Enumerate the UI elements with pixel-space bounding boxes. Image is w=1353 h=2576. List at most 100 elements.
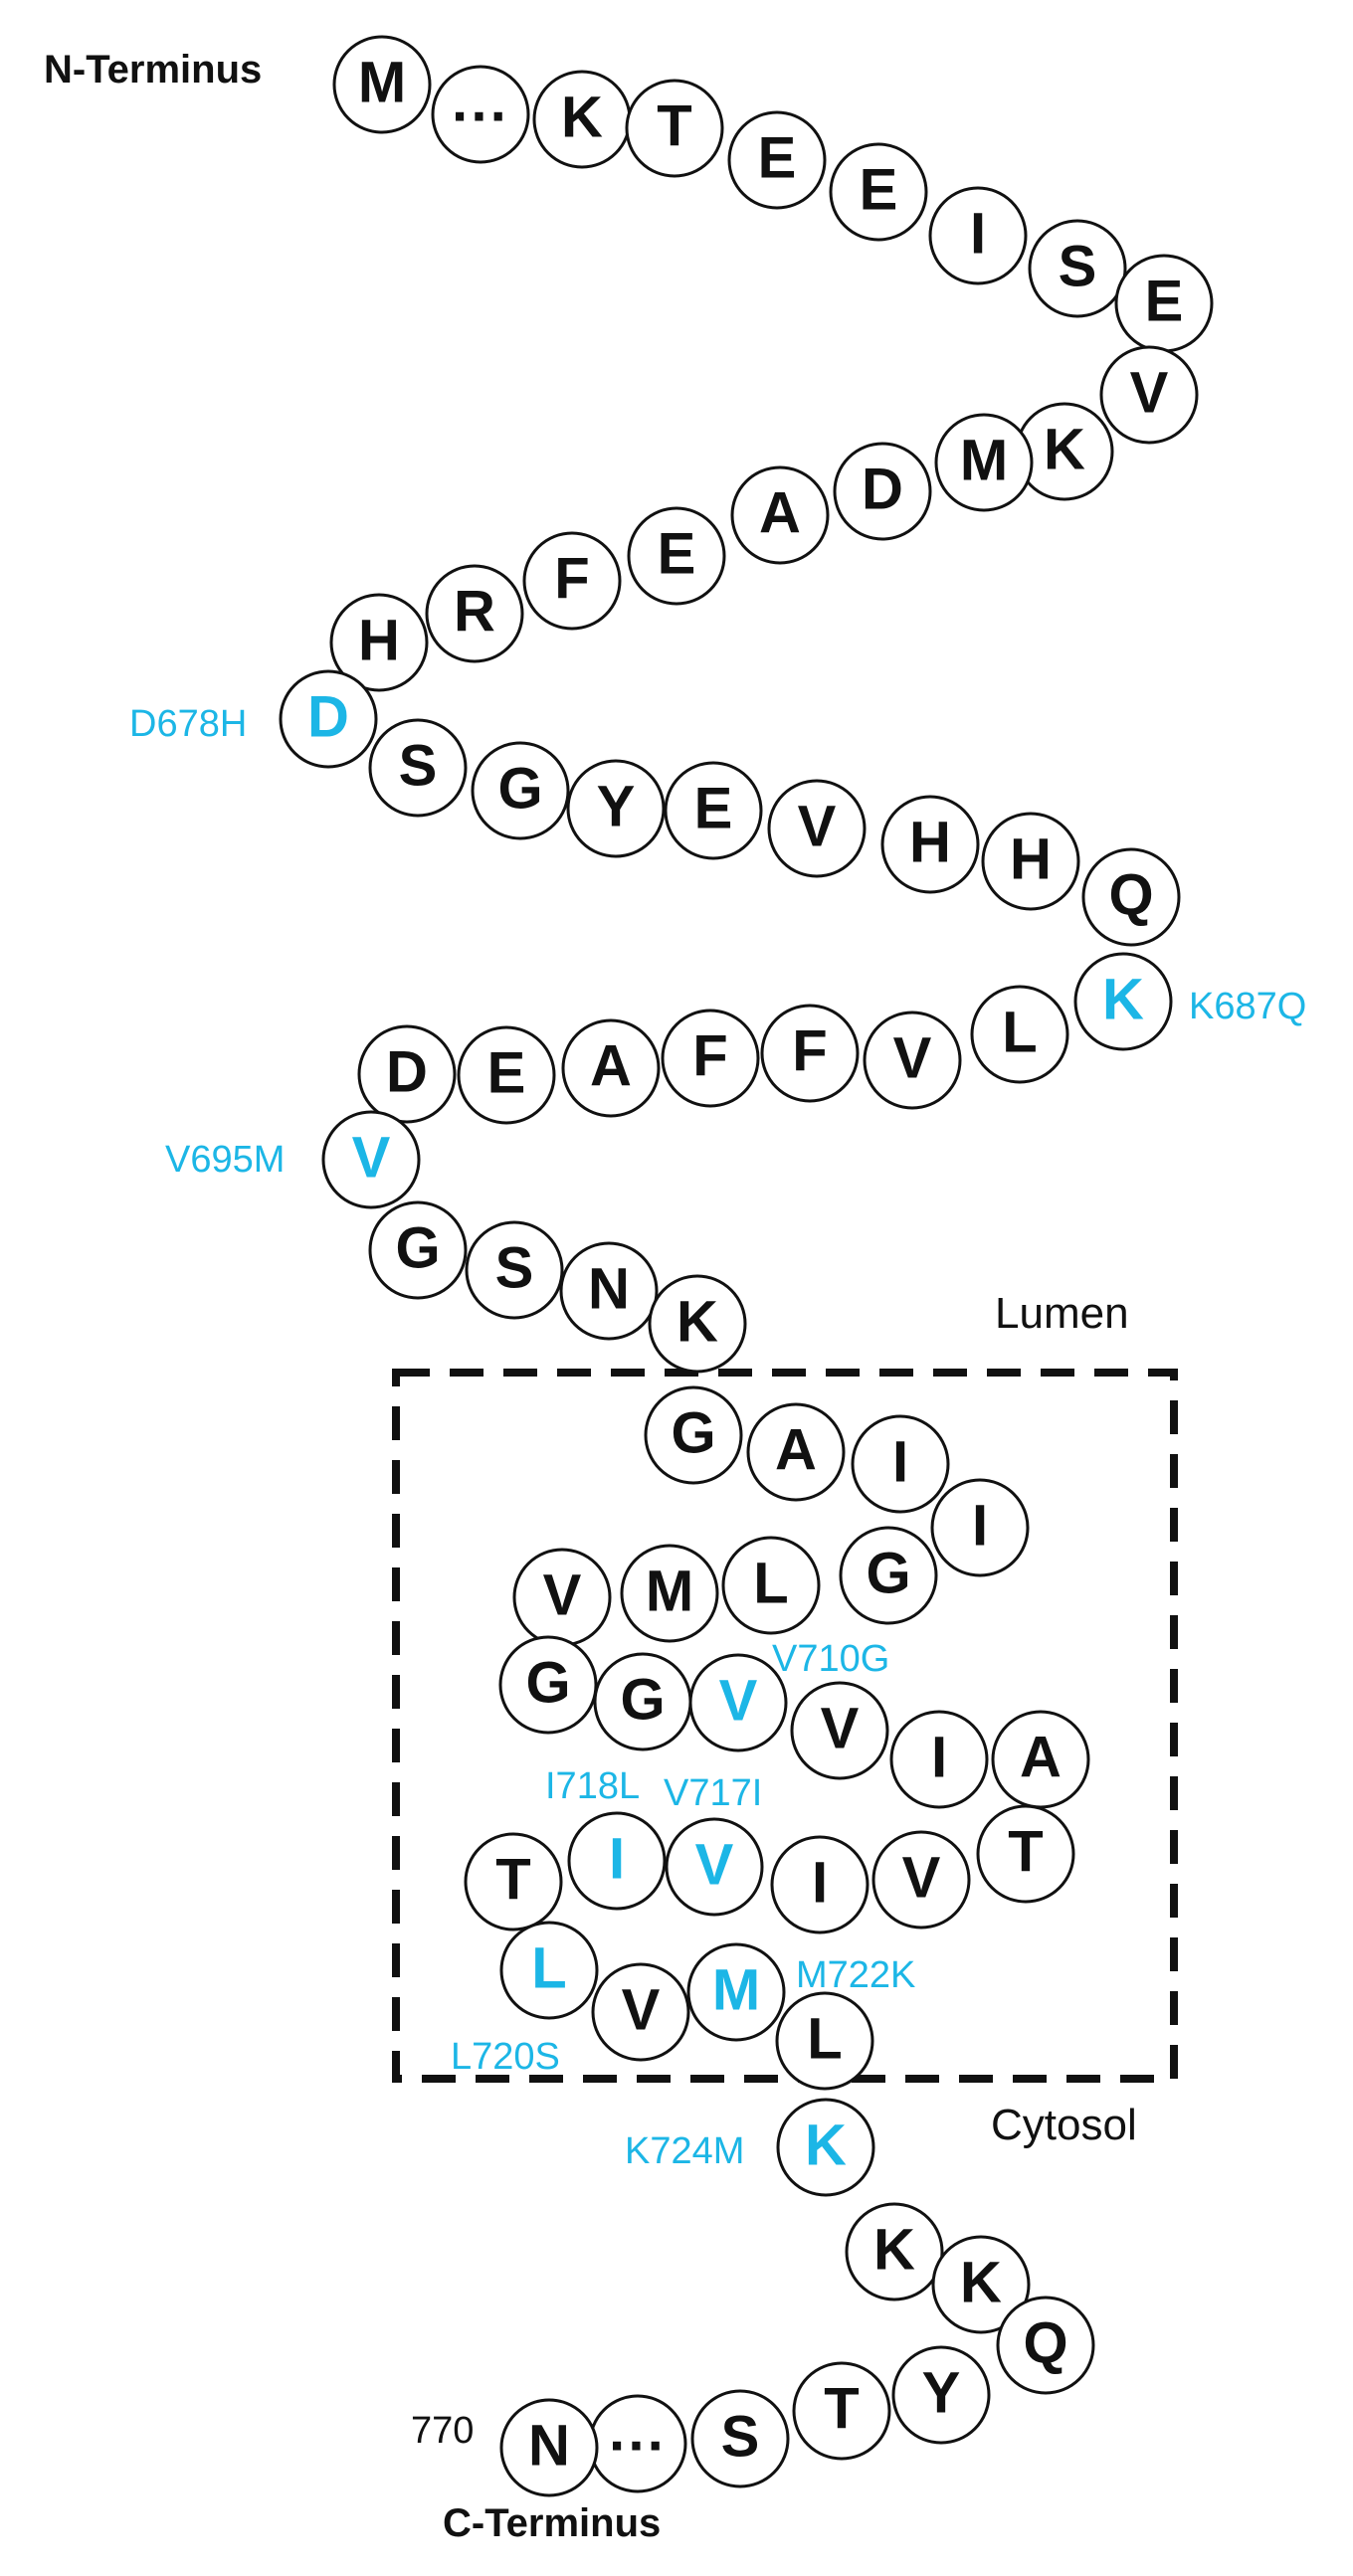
residue-V: V bbox=[1099, 345, 1199, 445]
mutation-label-L720S: L720S bbox=[451, 2036, 560, 2078]
mutation-label-I718L: I718L bbox=[545, 1765, 640, 1807]
residue-circle bbox=[889, 1710, 989, 1809]
residue-letter: V bbox=[352, 1125, 391, 1190]
mutation-label-K724M: K724M bbox=[625, 2130, 744, 2172]
n-terminus-label: N-Terminus bbox=[44, 48, 262, 92]
residue-circle bbox=[464, 1832, 563, 1932]
residue-circle bbox=[559, 1241, 659, 1341]
residue-I: I bbox=[770, 1835, 870, 1934]
residue-circle bbox=[625, 79, 724, 178]
residue-circle bbox=[746, 1402, 846, 1502]
residue-letter: E bbox=[1145, 269, 1184, 333]
residue-V: V bbox=[767, 779, 867, 878]
residue-circle bbox=[332, 35, 432, 134]
residue-number-770: 770 bbox=[411, 2410, 474, 2452]
residue-K: K bbox=[845, 2202, 944, 2301]
residue-letter: V bbox=[622, 1977, 661, 2042]
residue-circle bbox=[931, 2235, 1031, 2334]
residue-E: E bbox=[727, 110, 827, 210]
residue-R: R bbox=[425, 564, 524, 663]
residue-letter: H bbox=[1010, 827, 1052, 891]
residue-A: A bbox=[730, 465, 830, 565]
residue-gap: ··· bbox=[588, 2394, 687, 2493]
residue-letter: H bbox=[909, 810, 951, 874]
residue-letter: L bbox=[531, 1935, 566, 2000]
residue-circle bbox=[648, 1274, 747, 1374]
residue-circle bbox=[1028, 219, 1127, 318]
residue-letter: F bbox=[692, 1023, 727, 1088]
residue-S: S bbox=[368, 718, 468, 818]
residue-circle bbox=[1099, 345, 1199, 445]
residue-letter: E bbox=[658, 521, 696, 586]
residue-F: F bbox=[522, 531, 622, 631]
residue-T: T bbox=[976, 1804, 1075, 1904]
residue-circle bbox=[465, 1220, 564, 1320]
residue-letter: E bbox=[487, 1040, 526, 1105]
residue-K-K724M: K bbox=[776, 2098, 875, 2197]
membrane-box bbox=[392, 1369, 1178, 2083]
residue-circle bbox=[431, 65, 530, 164]
residue-T: T bbox=[464, 1832, 563, 1932]
residue-letter: K bbox=[676, 1289, 718, 1354]
residue-circle bbox=[891, 2345, 991, 2445]
residue-circle bbox=[499, 1921, 599, 2020]
residue-letter: G bbox=[671, 1400, 715, 1465]
residue-T: T bbox=[792, 2361, 891, 2461]
residue-D: D bbox=[357, 1024, 457, 1124]
residue-V: V bbox=[863, 1011, 962, 1110]
residue-D-D678H: D bbox=[279, 669, 378, 769]
residue-G: G bbox=[593, 1652, 692, 1751]
residue-letter: V bbox=[893, 1025, 932, 1090]
residue-E: E bbox=[829, 142, 928, 242]
residue-Y: Y bbox=[566, 759, 666, 858]
residue-letter: K bbox=[960, 2250, 1002, 2314]
residue-circle bbox=[498, 1635, 598, 1735]
residue-circle bbox=[471, 741, 570, 840]
residue-K: K bbox=[931, 2235, 1031, 2334]
residue-letter: G bbox=[866, 1541, 910, 1605]
residue-letter: V bbox=[902, 1845, 941, 1910]
residue-letter: V bbox=[719, 1668, 758, 1733]
residue-letter: R bbox=[454, 579, 495, 644]
residue-letter: N bbox=[588, 1256, 630, 1321]
residue-E: E bbox=[664, 761, 763, 860]
residue-letter: ··· bbox=[452, 84, 509, 148]
residue-letter: L bbox=[1002, 1000, 1037, 1064]
residue-letter: D bbox=[862, 457, 903, 521]
residue-letter: S bbox=[1059, 234, 1097, 298]
residue-circle bbox=[1073, 952, 1173, 1051]
residue-circle bbox=[851, 1414, 950, 1514]
residue-letter: D bbox=[307, 684, 349, 749]
residue-circle bbox=[627, 506, 726, 606]
residue-G: G bbox=[498, 1635, 598, 1735]
residue-circle bbox=[644, 1385, 743, 1485]
residue-V: V bbox=[790, 1681, 889, 1780]
residue-M-M722K: M bbox=[686, 1942, 786, 2042]
residue-letter: L bbox=[753, 1551, 788, 1615]
mutation-label-V695M: V695M bbox=[165, 1139, 285, 1181]
residue-letter: V bbox=[821, 1696, 860, 1760]
residue-I: I bbox=[889, 1710, 989, 1809]
residue-circle bbox=[928, 186, 1028, 285]
residue-H: H bbox=[880, 795, 980, 894]
residue-circle bbox=[880, 795, 980, 894]
residue-circle bbox=[690, 2389, 790, 2488]
residue-letter: F bbox=[792, 1018, 827, 1083]
residue-V: V bbox=[871, 1830, 971, 1930]
residue-H: H bbox=[329, 593, 429, 692]
residue-letter: K bbox=[561, 85, 603, 149]
residue-circle bbox=[934, 413, 1034, 512]
residue-S: S bbox=[1028, 219, 1127, 318]
cytosol-label: Cytosol bbox=[991, 2101, 1137, 2149]
residue-E: E bbox=[457, 1025, 556, 1125]
residue-letter: L bbox=[807, 2006, 842, 2071]
residue-S: S bbox=[465, 1220, 564, 1320]
residue-V-V717I: V bbox=[665, 1817, 764, 1917]
residue-I: I bbox=[928, 186, 1028, 285]
residue-E: E bbox=[627, 506, 726, 606]
residue-circle bbox=[792, 2361, 891, 2461]
residue-M: M bbox=[332, 35, 432, 134]
residue-circle bbox=[721, 1536, 821, 1635]
